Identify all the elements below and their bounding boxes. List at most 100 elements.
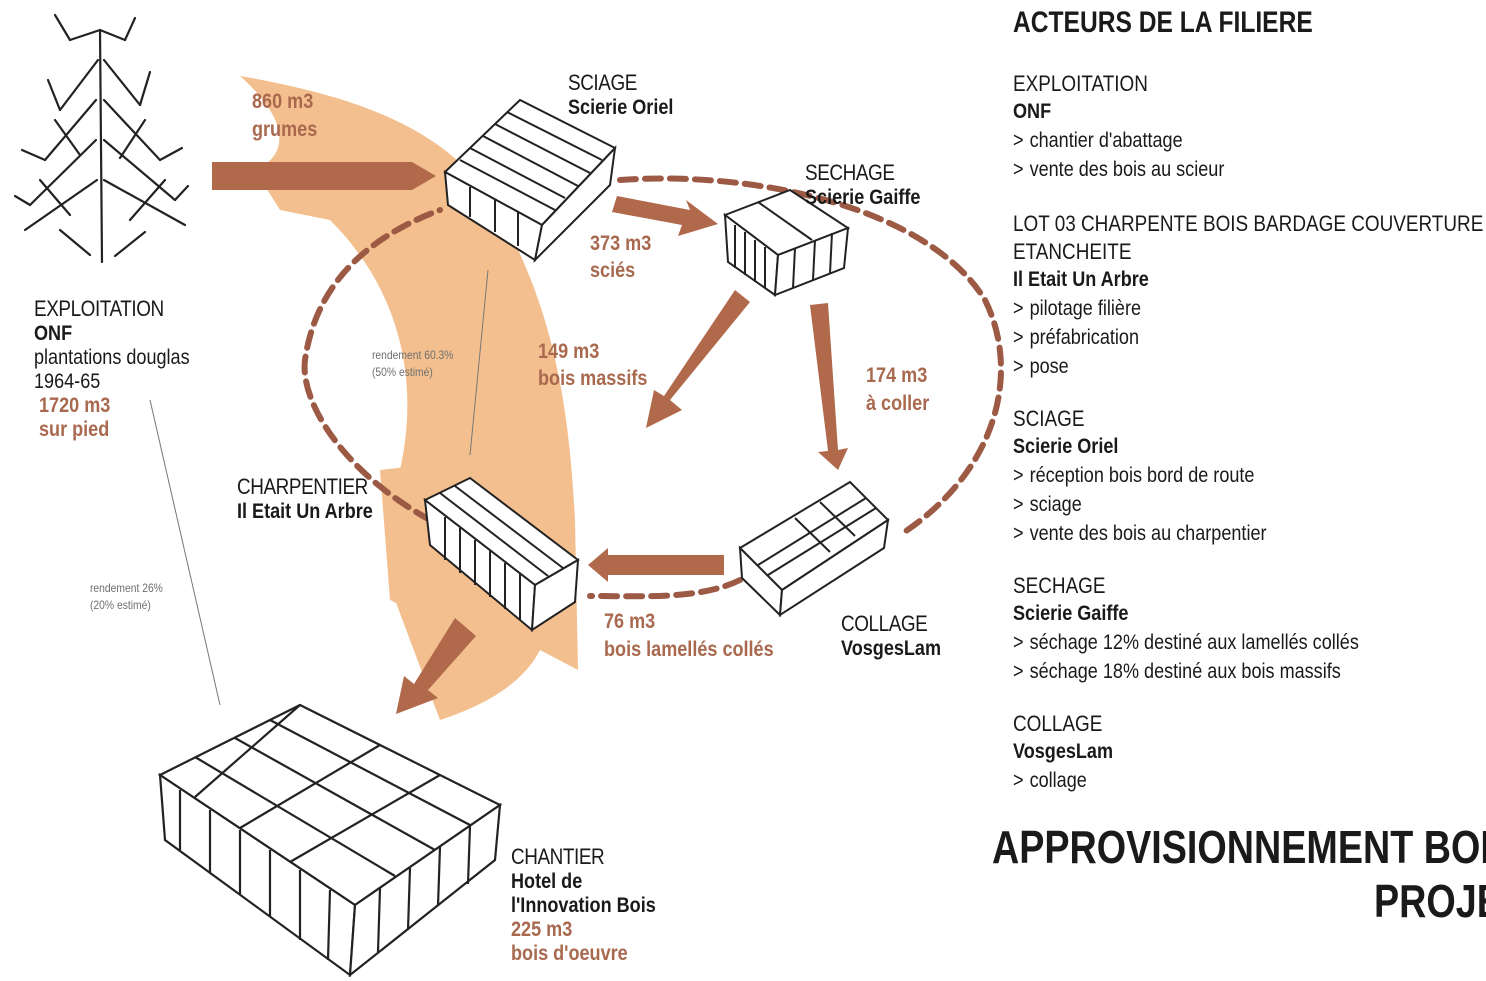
item-text: vente des bois au scieur xyxy=(1029,158,1225,181)
charpentier-building-icon xyxy=(423,476,580,633)
item-text: séchage 12% destiné aux lamellés collés xyxy=(1029,631,1359,654)
tree-sketch-icon xyxy=(13,13,190,264)
node-desc: plantations douglas xyxy=(34,346,190,369)
item-text: chantier d'abattage xyxy=(1029,129,1183,152)
item-text: réception bois bord de route xyxy=(1029,464,1255,487)
yield-line-2: (20% estimé) xyxy=(90,598,151,612)
section-item: >pilotage filière xyxy=(1013,294,1483,323)
page-title: APPROVISIONNEMENT BOI xyxy=(992,821,1486,873)
sechage-building-icon xyxy=(722,188,851,297)
panel-section-lot03: LOT 03 CHARPENTE BOIS BARDAGE COUVERTURE… xyxy=(1013,210,1486,381)
section-name: Scierie Oriel xyxy=(1013,435,1119,458)
node-name: l'Innovation Bois xyxy=(511,894,656,917)
section-item: >séchage 18% destiné aux bois massifs xyxy=(1013,657,1483,686)
section-item: >sciage xyxy=(1013,490,1483,519)
bullet-icon: > xyxy=(1013,769,1024,792)
section-name: VosgesLam xyxy=(1013,740,1114,763)
arrow-massifs xyxy=(646,290,750,428)
flow-scies-qty: 373 m3 xyxy=(590,232,652,255)
flow-massifs-label: bois massifs xyxy=(538,367,648,390)
node-name: VosgesLam xyxy=(841,637,942,660)
yield-line-1: rendement 60.3% xyxy=(372,348,454,362)
section-name: Scierie Gaiffe xyxy=(1013,602,1129,625)
flow-lamelles-label: bois lamellés collés xyxy=(604,638,774,661)
node-category: EXPLOITATION xyxy=(34,296,164,321)
node-qty: 1720 m3 xyxy=(39,394,111,417)
item-text: préfabrication xyxy=(1029,326,1140,349)
node-sechage: SECHAGE Scierie Gaiffe xyxy=(805,160,939,210)
node-category: SECHAGE xyxy=(805,160,895,185)
section-item: >vente des bois au scieur xyxy=(1013,155,1483,184)
node-charpentier: CHARPENTIER Il Etait Un Arbre xyxy=(237,474,395,524)
item-text: pose xyxy=(1029,355,1069,378)
panel-section-sciage: SCIAGE Scierie Oriel >réception bois bor… xyxy=(1013,405,1486,548)
yield-line-outer xyxy=(149,399,221,706)
bullet-icon: > xyxy=(1013,297,1024,320)
sciage-building-icon xyxy=(443,98,617,264)
collage-building-icon xyxy=(738,480,890,618)
section-category: SECHAGE xyxy=(1013,573,1106,598)
section-item: >collage xyxy=(1013,766,1483,795)
node-name: Hotel de xyxy=(511,870,583,893)
node-qty-label: sur pied xyxy=(39,418,110,441)
item-text: vente des bois au charpentier xyxy=(1029,522,1267,545)
flow-massifs-qty: 149 m3 xyxy=(538,340,600,363)
panel-title: ACTEURS DE LA FILIERE xyxy=(1013,6,1313,39)
node-qty: 225 m3 xyxy=(511,918,573,941)
yield-line-inner xyxy=(469,269,489,456)
node-category: COLLAGE xyxy=(841,611,928,636)
flow-grumes-label: grumes xyxy=(252,118,318,141)
bullet-icon: > xyxy=(1013,355,1024,378)
panel-section-exploitation: EXPLOITATION ONF >chantier d'abattage >v… xyxy=(1013,70,1486,184)
section-category: EXPLOITATION xyxy=(1013,71,1148,96)
node-name: Scierie Gaiffe xyxy=(805,186,921,209)
bullet-icon: > xyxy=(1013,522,1024,545)
section-item: >chantier d'abattage xyxy=(1013,126,1483,155)
section-category-2: ETANCHEITE xyxy=(1013,239,1132,264)
section-name: Il Etait Un Arbre xyxy=(1013,268,1149,291)
node-exploitation: EXPLOITATION ONF plantations douglas 196… xyxy=(34,296,215,442)
dashed-cycle xyxy=(301,175,1004,600)
arrow-grumes xyxy=(212,162,436,190)
yield-line-1: rendement 26% xyxy=(90,581,163,595)
bullet-icon: > xyxy=(1013,158,1024,181)
node-sciage: SCIAGE Scierie Oriel xyxy=(568,70,691,120)
bullet-icon: > xyxy=(1013,326,1024,349)
node-qty-label: bois d'oeuvre xyxy=(511,942,628,965)
item-text: sciage xyxy=(1029,493,1082,516)
bullet-icon: > xyxy=(1013,129,1024,152)
node-collage: COLLAGE VosgesLam xyxy=(841,611,957,661)
node-category: SCIAGE xyxy=(568,70,637,95)
node-name: Il Etait Un Arbre xyxy=(237,500,373,523)
actors-panel: ACTEURS DE LA FILIERE EXPLOITATION ONF >… xyxy=(1013,6,1486,795)
arrow-chantier xyxy=(396,618,476,714)
section-item: >réception bois bord de route xyxy=(1013,461,1483,490)
item-text: pilotage filière xyxy=(1029,297,1142,320)
bullet-icon: > xyxy=(1013,493,1024,516)
node-desc: 1964-65 xyxy=(34,370,101,393)
panel-section-collage: COLLAGE VosgesLam >collage xyxy=(1013,710,1486,795)
yield-note-inner: rendement 60.3% (50% estimé) xyxy=(372,347,467,381)
section-item: >préfabrication xyxy=(1013,323,1483,352)
yield-note-outer: rendement 26% (20% estimé) xyxy=(90,580,175,614)
yield-line-2: (50% estimé) xyxy=(372,365,433,379)
section-category: SCIAGE xyxy=(1013,406,1085,431)
flow-coller-qty: 174 m3 xyxy=(866,364,928,387)
panel-section-sechage: SECHAGE Scierie Gaiffe >séchage 12% dest… xyxy=(1013,572,1486,686)
hotel-building-icon xyxy=(157,703,503,978)
node-name: ONF xyxy=(34,322,73,345)
section-item: >pose xyxy=(1013,352,1483,381)
section-name: ONF xyxy=(1013,100,1052,123)
flow-arrows xyxy=(212,162,848,714)
item-text: collage xyxy=(1029,769,1087,792)
section-category: LOT 03 CHARPENTE BOIS BARDAGE COUVERTURE xyxy=(1013,211,1484,236)
flow-scies-label: sciés xyxy=(590,259,636,282)
bullet-icon: > xyxy=(1013,631,1024,654)
page-title-2: PROJE xyxy=(1374,875,1486,927)
node-category: CHANTIER xyxy=(511,844,605,869)
item-text: séchage 18% destiné aux bois massifs xyxy=(1029,660,1341,683)
flow-lamelles-qty: 76 m3 xyxy=(604,610,656,633)
arrow-coller xyxy=(810,303,848,470)
